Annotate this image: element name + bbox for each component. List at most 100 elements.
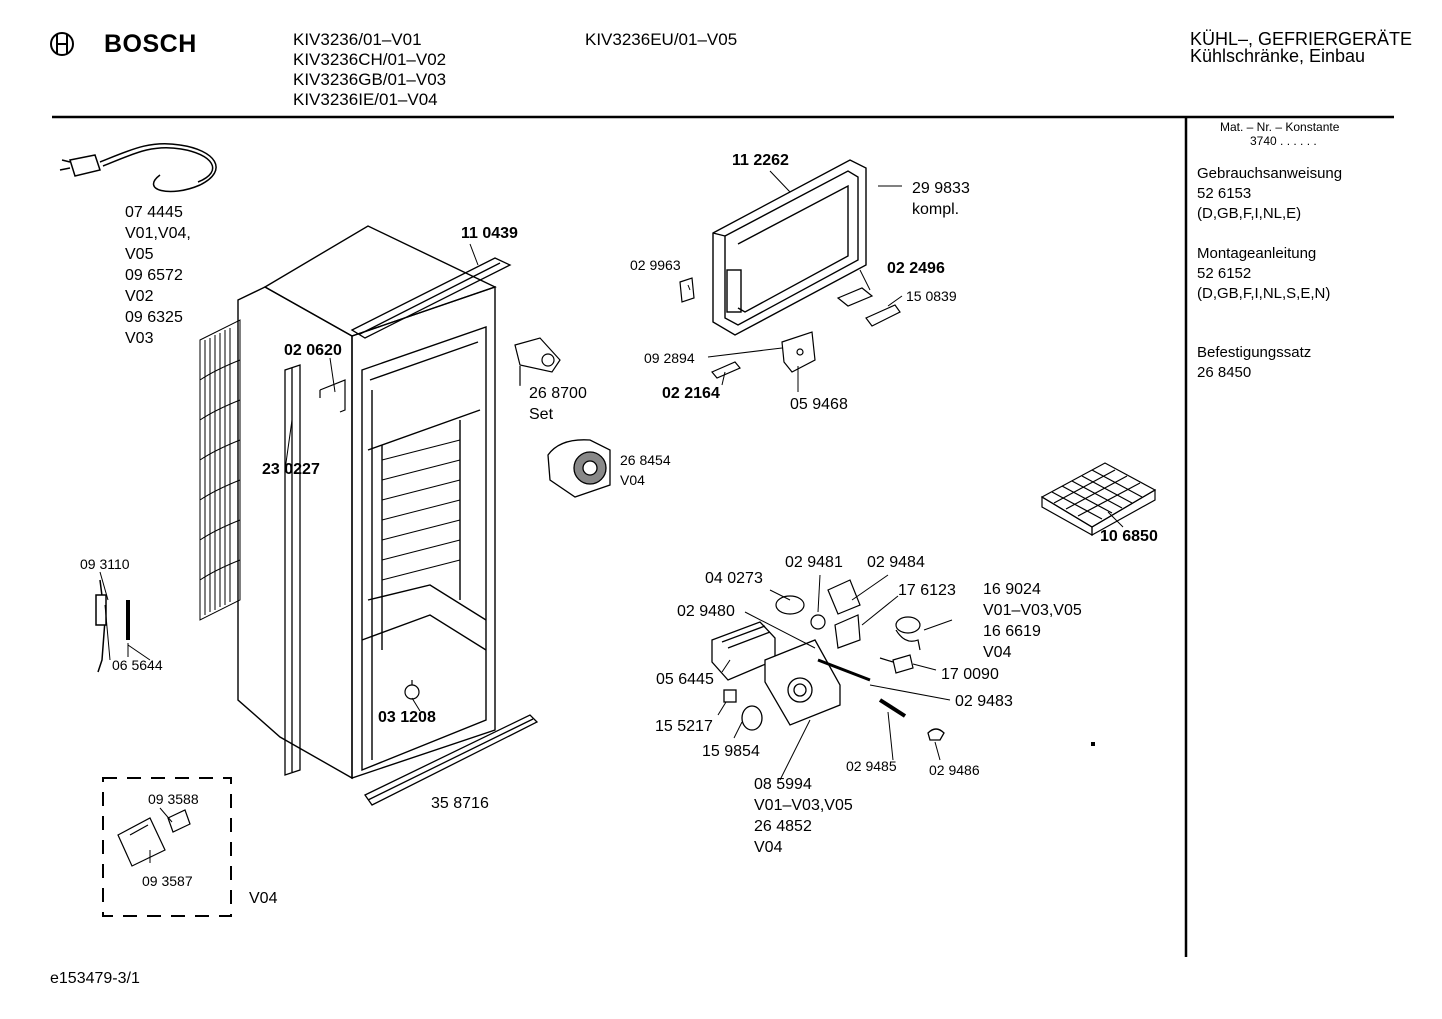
part-label-spring: 02 9486 [929, 762, 980, 778]
variant-label: V01–V03,V05 [983, 602, 1082, 619]
category-block: KÜHL–, GEFRIERGERÄTE Kühlschränke, Einba… [1189, 29, 1412, 66]
part-label-side-strip: 23 0227 [262, 461, 320, 478]
part-label-bulb: 04 0273 [705, 570, 763, 587]
part-number: 16 6619 [983, 623, 1041, 640]
thermostat-capillary-icon [879, 616, 921, 674]
model-item: KIV3236IE/01–V04 [293, 90, 438, 109]
part-label-socket: 02 9481 [785, 554, 843, 571]
latch-icon [514, 337, 561, 385]
part-label-control-housing: 08 5994 V01–V03,V05 26 4852 V04 [754, 774, 853, 858]
set-label: Set [529, 406, 554, 423]
v04-kit-dashed-box [102, 777, 232, 917]
sidebar-item-langs: (D,GB,F,I,NL,E) [1197, 205, 1302, 222]
leader-lines [104, 170, 1124, 863]
part-label-door-seal: 11 2262 [732, 152, 789, 169]
sidebar-item-number: 52 6152 [1197, 265, 1252, 282]
part-label-cable: 07 4445 V01,V04, V05 09 6572 V02 09 6325… [125, 202, 191, 349]
model-item: KIV3236GB/01–V03 [293, 70, 447, 89]
part-label-ice-tray: 10 6850 [1100, 528, 1158, 545]
part-number: 29 9833 [912, 180, 970, 197]
variant-label: V04 [983, 644, 1012, 661]
part-label-foot: 03 1208 [378, 709, 436, 726]
variant-label: V05 [125, 246, 154, 263]
knob-icon [723, 689, 945, 741]
variant-label: V04 [620, 472, 645, 488]
part-label-connector: 09 3588 [148, 791, 199, 807]
plug-connector-icon [117, 809, 191, 867]
category-title: KÜHL–, GEFRIERGERÄTE [1189, 29, 1412, 49]
mat-number-value: 3740 . . . . . . [1250, 134, 1317, 148]
hinge-icon [711, 331, 816, 379]
side-strip-icon [284, 364, 301, 776]
part-number: 26 8454 [620, 452, 671, 468]
part-label-fan-cover: 26 8454 V04 [620, 450, 671, 490]
variant-label: V01,V04, [125, 225, 191, 242]
set-label: kompl. [912, 201, 960, 218]
part-number: 16 9024 [983, 581, 1041, 598]
sidebar-item-mounting-kit: Befestigungssatz 26 8450 [1197, 343, 1311, 383]
variant-label: V01–V03,V05 [754, 797, 853, 814]
part-label-kit-variant: V04 [249, 890, 278, 907]
part-number: 09 6572 [125, 267, 183, 284]
part-label-sensor-sleeve: 06 5644 [112, 657, 163, 673]
sidebar-item-manual: Gebrauchsanweisung 52 6153 (D,GB,F,I,NL,… [1197, 164, 1342, 224]
sidebar-item-title: Befestigungssatz [1197, 344, 1312, 361]
control-housing-icon [764, 639, 841, 726]
sidebar-item-number: 26 8450 [1197, 364, 1252, 381]
part-label-clip: 02 9480 [677, 603, 735, 620]
bosch-logo-icon [50, 32, 74, 56]
part-label-door: 29 9833 kompl. [912, 178, 970, 220]
part-label-cover: 02 9484 [867, 554, 925, 571]
part-label-bottom-rail: 35 8716 [431, 795, 489, 812]
variant-label: V03 [125, 330, 154, 347]
square-mark [1091, 742, 1095, 746]
part-label-light-housing: 05 6445 [656, 671, 714, 688]
bottom-rail-icon [364, 714, 539, 806]
door-clip-icon [679, 277, 695, 303]
category-subtitle: Kühlschränke, Einbau [1189, 46, 1366, 66]
mat-number-label: Mat. – Nr. – Konstante [1220, 120, 1340, 134]
sidebar-item-number: 52 6153 [1197, 185, 1252, 202]
part-label-hinge-pin: 09 2894 [644, 350, 695, 366]
diagram-id: e153479-3/1 [50, 970, 140, 987]
part-label-top-rail: 11 0439 [461, 225, 518, 242]
foot-icon [404, 680, 420, 700]
sidebar-item-title: Gebrauchsanweisung [1197, 165, 1343, 182]
sensor-icon [95, 571, 130, 673]
part-number: 07 4445 [125, 204, 183, 221]
part-label-handle: 15 0839 [906, 288, 957, 304]
top-rail-icon [350, 257, 512, 339]
part-label-handle-base: 02 2496 [887, 260, 945, 277]
part-label-hinge-part: 02 2164 [662, 385, 720, 402]
part-label-thermostat: 17 6123 [898, 582, 956, 599]
part-label-plug: 09 3587 [142, 873, 193, 889]
condenser-grid-icon [199, 319, 241, 621]
model-item: KIV3236CH/01–V02 [293, 50, 447, 69]
variant-label: V04 [754, 839, 783, 856]
bracket-icon [319, 379, 346, 413]
part-label-door-clip: 02 9963 [630, 257, 681, 273]
cabinet-body-icon [237, 225, 497, 780]
freezer-door-icon [712, 159, 867, 336]
sidebar-item-langs: (D,GB,F,I,NL,S,E,N) [1197, 285, 1331, 302]
part-label-latch: 26 8700 Set [529, 383, 587, 425]
model-item-eu: KIV3236EU/01–V05 [585, 30, 738, 49]
sidebar-item-title: Montageanleitung [1197, 245, 1317, 262]
part-number: 26 4852 [754, 818, 812, 835]
ice-tray-icon [1040, 462, 1157, 537]
model-list: KIV3236/01–V01 KIV3236CH/01–V02 KIV3236G… [293, 30, 446, 110]
part-label-bracket: 02 0620 [284, 342, 342, 359]
part-label-button: 15 5217 [655, 718, 713, 735]
brand-name: BOSCH [104, 30, 197, 58]
part-number: 26 8700 [529, 385, 587, 402]
part-label-sensor: 09 3110 [80, 556, 130, 572]
model-item: KIV3236/01–V01 [293, 30, 422, 49]
part-label-knob: 15 9854 [702, 743, 760, 760]
variant-label: V02 [125, 288, 154, 305]
sidebar-item-installation: Montageanleitung 52 6152 (D,GB,F,I,NL,S,… [1197, 244, 1330, 304]
door-handle-icon [836, 287, 901, 327]
part-number: 08 5994 [754, 776, 812, 793]
part-label-rod: 02 9485 [846, 758, 897, 774]
part-label-switch: 17 0090 [941, 666, 999, 683]
